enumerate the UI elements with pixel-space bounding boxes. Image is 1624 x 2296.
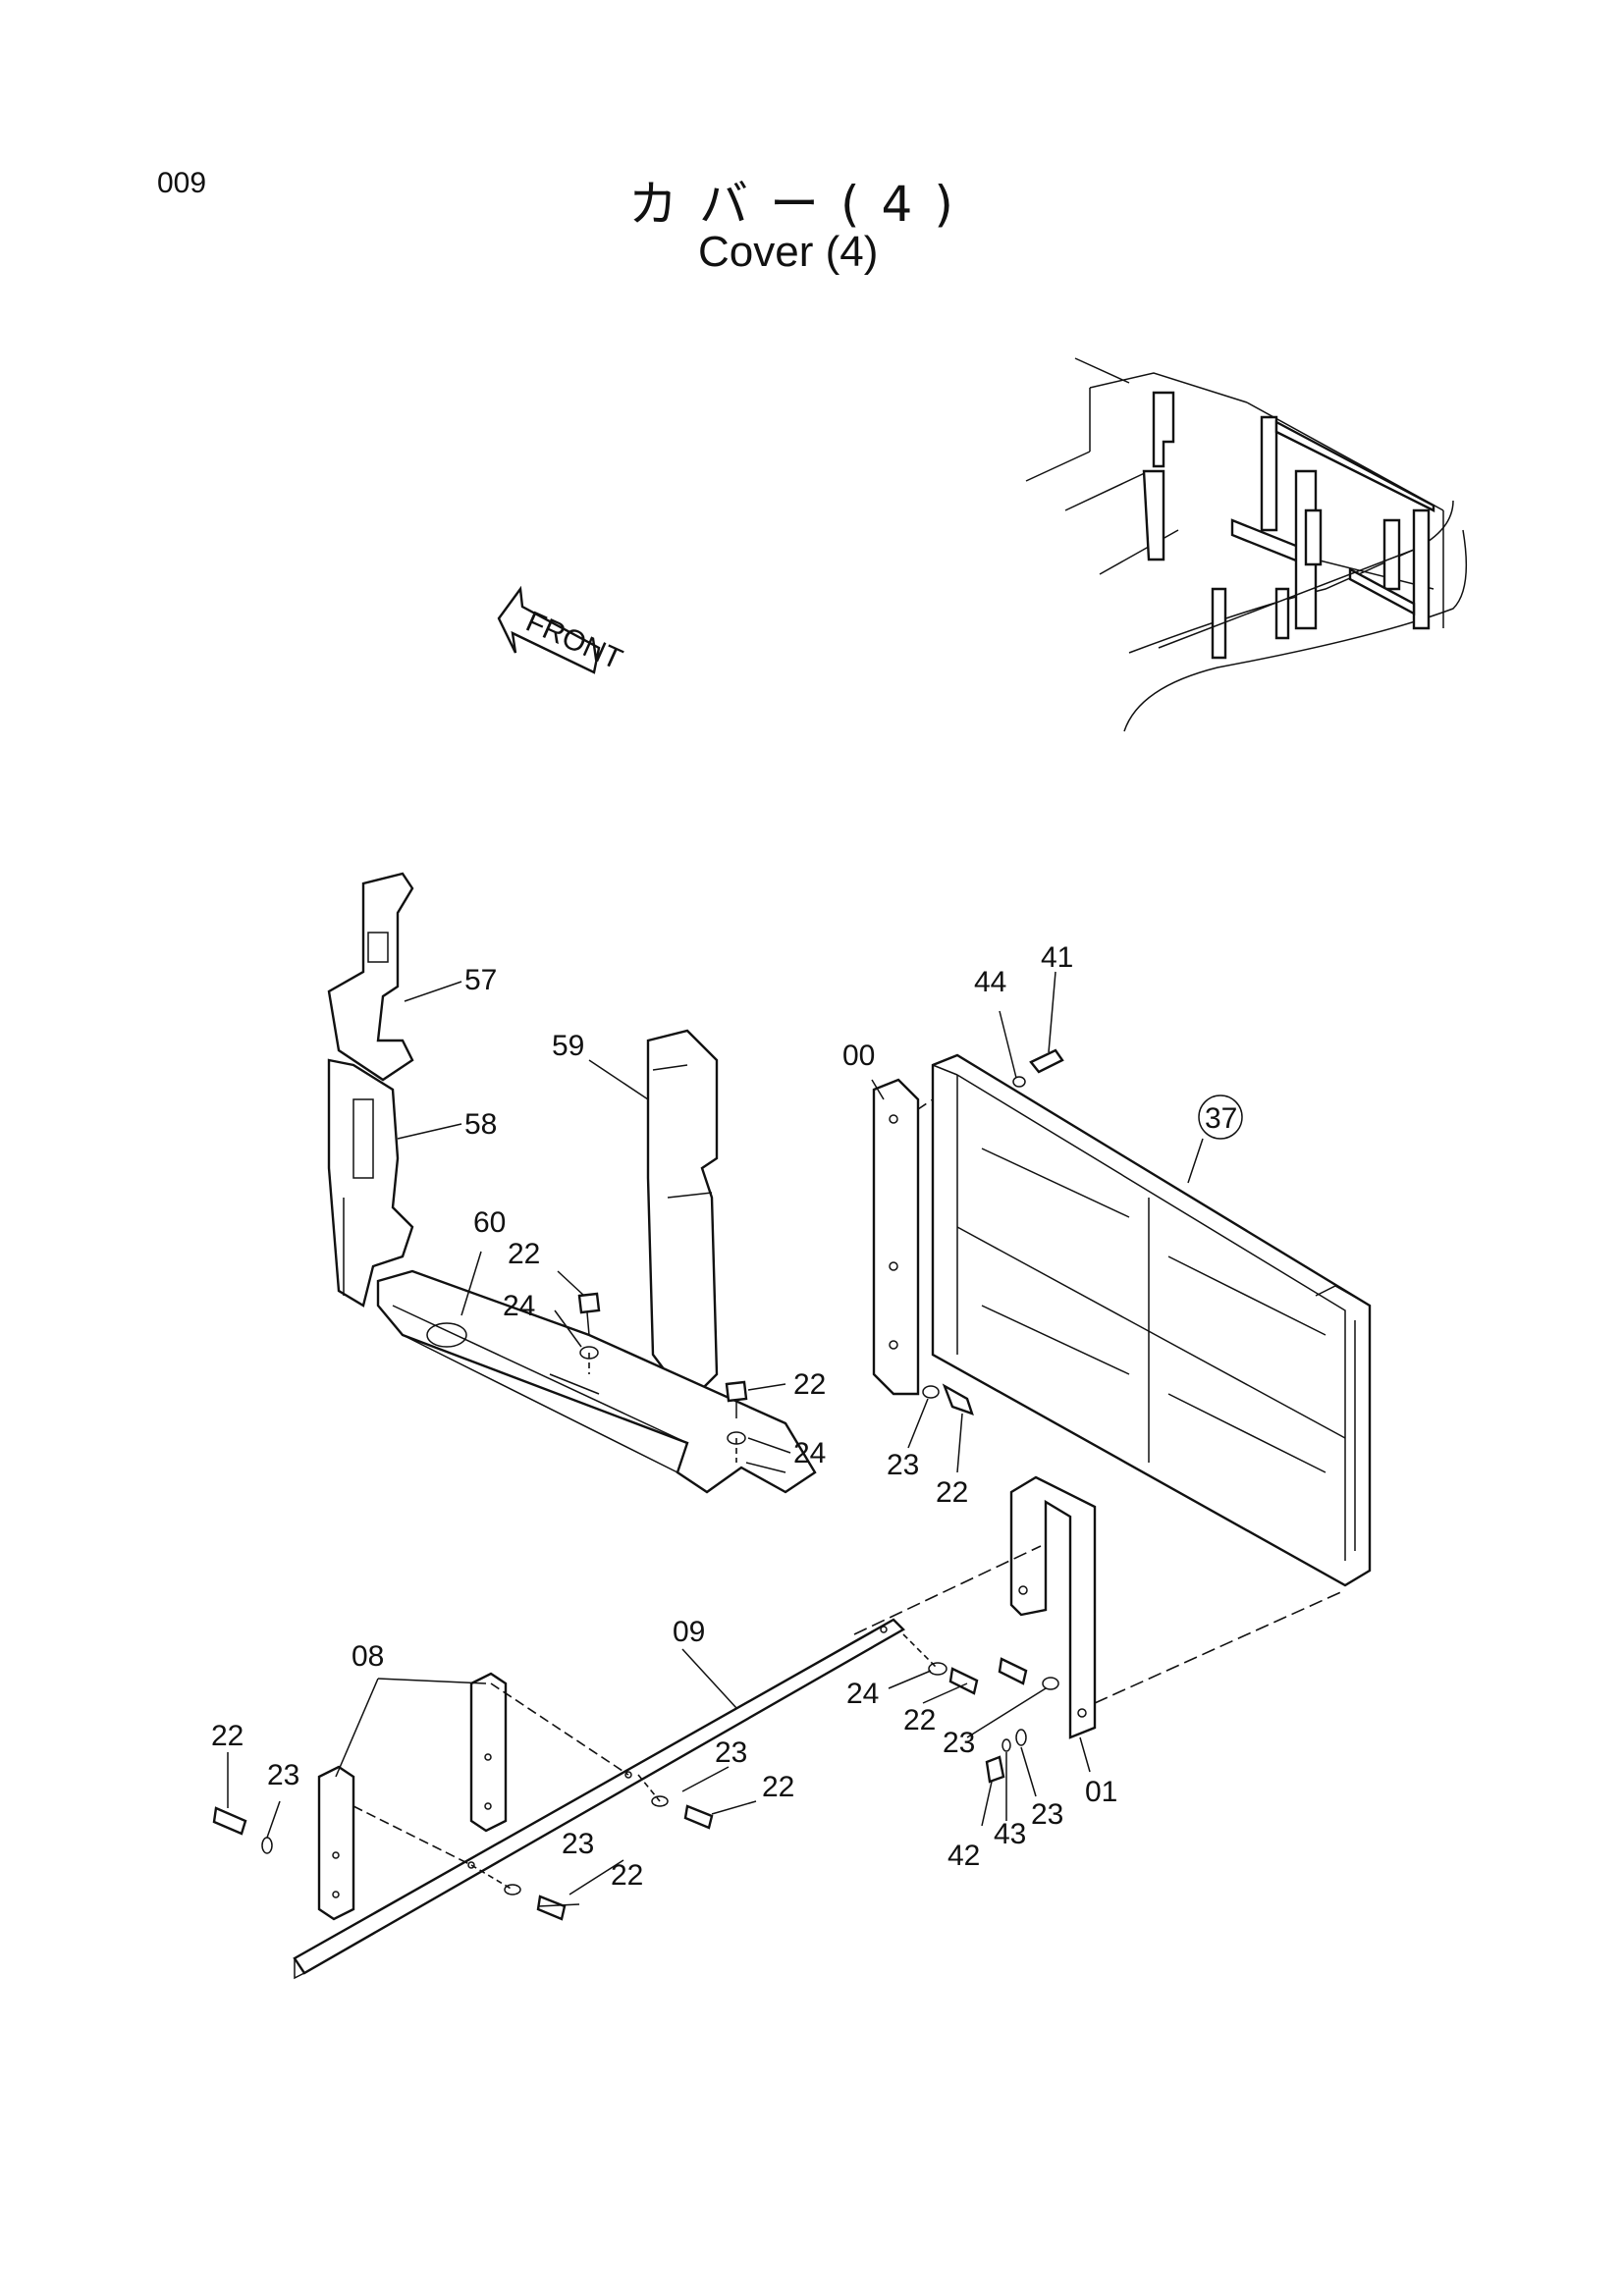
callout-23-panel: 23 — [887, 1449, 919, 1481]
fastener-bolt-22-mid — [725, 1380, 748, 1445]
callout-23-lower-mid: 23 — [715, 1736, 747, 1769]
front-arrow-label: FRONT — [521, 606, 627, 676]
callout-59: 59 — [552, 1030, 584, 1062]
callout-01: 01 — [1085, 1776, 1117, 1808]
fastener-bolt-22-lower-left — [212, 1806, 273, 1854]
callout-57: 57 — [464, 964, 497, 996]
callout-44: 44 — [974, 966, 1006, 998]
part-57-cover — [327, 872, 414, 1082]
callout-23-right-low: 23 — [1031, 1798, 1063, 1831]
callout-24-mid: 24 — [793, 1437, 826, 1469]
callout-23-right: 23 — [943, 1727, 975, 1759]
fastener-bolt-22-panel — [922, 1383, 974, 1415]
callout-22-right: 22 — [903, 1704, 936, 1736]
callout-circle-37 — [1198, 1095, 1243, 1140]
part-59-cover — [646, 1029, 719, 1396]
part-08-post-left — [317, 1765, 355, 1921]
callout-42: 42 — [947, 1840, 980, 1872]
part-09-angle-bar — [293, 1618, 905, 1980]
callout-22-mid: 22 — [793, 1368, 826, 1401]
fastener-bolt-22-lower-mid — [651, 1795, 714, 1830]
callout-00: 00 — [842, 1040, 875, 1072]
callout-08: 08 — [352, 1640, 384, 1673]
callout-22-lower-bottom: 22 — [611, 1859, 643, 1892]
front-direction-arrow: FRONT — [497, 585, 627, 676]
callout-60: 60 — [473, 1206, 506, 1239]
fastener-bolt-22-lower-bottom — [504, 1884, 567, 1921]
machine-frame-outline — [1025, 357, 1468, 732]
part-01-frame-post — [1009, 1475, 1097, 1739]
callout-43: 43 — [994, 1818, 1026, 1850]
callout-41: 41 — [1041, 941, 1073, 974]
part-37-screen-panel — [931, 1053, 1372, 1587]
part-58-cover — [327, 1058, 414, 1308]
assembly-guide-lines — [352, 1098, 1346, 1891]
callout-58: 58 — [464, 1108, 497, 1141]
fastener-bolt-22-right-pair — [928, 1657, 1059, 1784]
part-08-post-right — [469, 1672, 508, 1833]
callout-23-lower-bottom: 23 — [562, 1828, 594, 1860]
part-00-bracket — [872, 1078, 920, 1396]
page-number: 009 — [157, 167, 207, 199]
callout-leader-lines — [227, 971, 1204, 1907]
callout-24-right: 24 — [846, 1678, 879, 1710]
title-japanese: カバー(4) — [628, 176, 975, 233]
callout-23-lower-left: 23 — [267, 1759, 299, 1791]
callout-22-lower-left: 22 — [211, 1720, 244, 1752]
callout-37: 37 — [1205, 1102, 1237, 1135]
callout-22-top: 22 — [508, 1238, 540, 1270]
callout-09: 09 — [673, 1616, 705, 1648]
fastener-bolt-41 — [1012, 1048, 1064, 1088]
callout-22-panel: 22 — [936, 1476, 968, 1509]
callout-24-top: 24 — [503, 1290, 535, 1322]
title-english: Cover (4) — [698, 228, 879, 276]
callout-22-lower-mid: 22 — [762, 1771, 794, 1803]
